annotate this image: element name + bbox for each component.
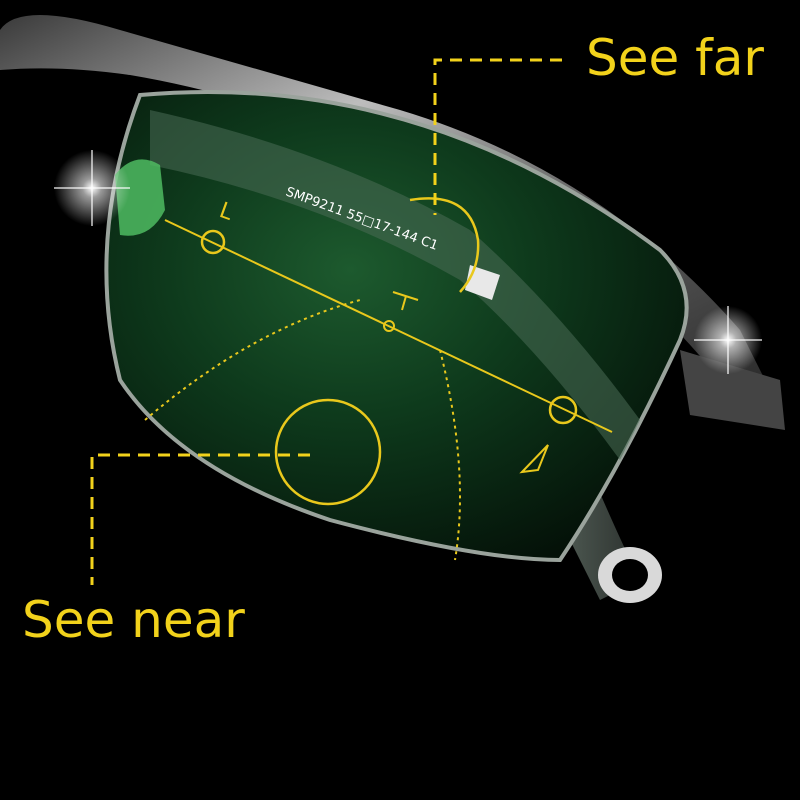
center-marker-circle	[383, 320, 395, 332]
corridor-left-dotted	[144, 299, 361, 421]
far-zone-arc	[409, 197, 480, 293]
corridor-right-dotted	[439, 349, 461, 561]
lens	[104, 89, 689, 563]
near-zone-circle	[274, 398, 382, 506]
near-callout-line	[90, 453, 310, 585]
fitting-cross-mark	[392, 291, 419, 311]
direction-mark	[519, 444, 549, 474]
right-marker-circle	[548, 395, 578, 425]
temple-through-lens	[150, 110, 640, 460]
see-near-label: See near	[22, 591, 245, 649]
frame-hinge	[680, 350, 785, 430]
lens-axis-line	[164, 219, 613, 433]
see-far-label: See far	[586, 29, 764, 87]
frame-top-bar	[0, 15, 770, 390]
left-marker-circle	[200, 229, 226, 255]
far-callout-line	[433, 58, 562, 215]
